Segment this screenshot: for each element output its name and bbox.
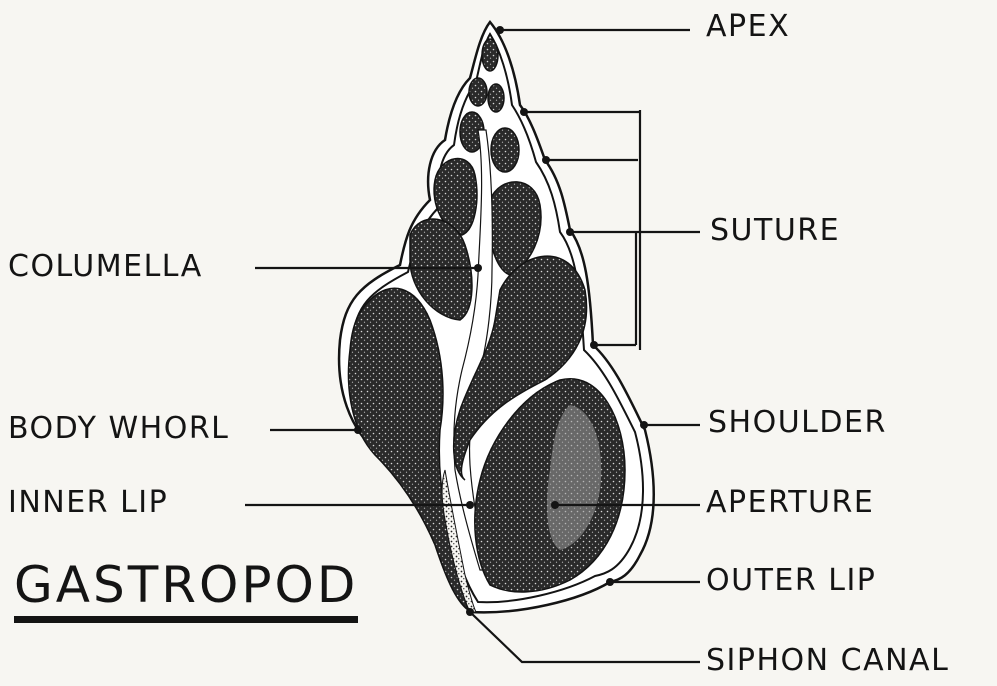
label-shoulder: SHOULDER xyxy=(708,408,887,438)
label-inner-lip: INNER LIP xyxy=(8,488,168,518)
label-suture: SUTURE xyxy=(710,216,840,246)
label-aperture: APERTURE xyxy=(706,488,874,518)
diagram-title: GASTROPOD xyxy=(14,560,358,623)
suture-bracket xyxy=(636,110,640,350)
label-columella: COLUMELLA xyxy=(8,252,203,282)
label-siphon-canal: SIPHON CANAL xyxy=(706,646,949,676)
label-outer-lip: OUTER LIP xyxy=(706,566,876,596)
label-body-whorl: BODY WHORL xyxy=(8,414,229,444)
siphon-leader xyxy=(470,612,700,662)
label-apex: APEX xyxy=(706,12,790,42)
